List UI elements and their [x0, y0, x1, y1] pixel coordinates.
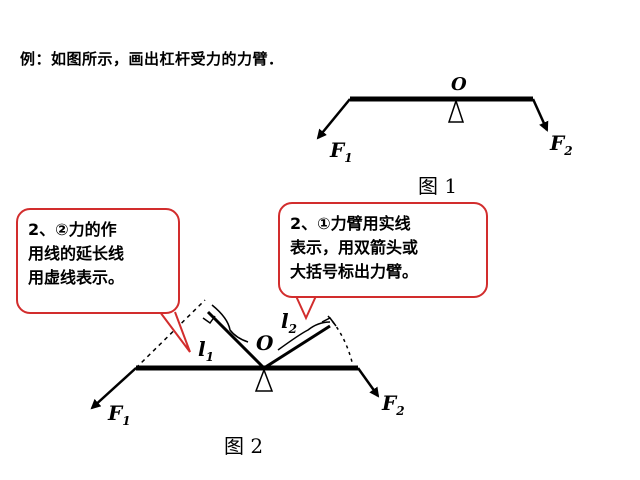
fig2-arm-l2-brace — [277, 321, 331, 351]
callout-left: 2、②力的作 用线的延长线 用虚线表示。 — [16, 208, 180, 314]
fig2-force-left-label: F1 — [107, 401, 131, 428]
callout-right: 2、①力臂用实线 表示，用双箭头或 大括号标出力臂。 — [278, 202, 488, 298]
fig1-force-left-label: F1 — [329, 138, 353, 165]
callout-right-pointer — [295, 295, 317, 321]
fig1-fulcrum-icon — [447, 98, 465, 123]
figure-2: O l1 l2 F1 F2 — [90, 299, 405, 428]
fig1-force-right-arrow — [531, 98, 549, 132]
callout-left-pointer — [159, 311, 191, 353]
fig1-pivot-label: O — [451, 74, 467, 95]
fig2-force-left-arrow — [90, 367, 137, 410]
fig2-f2-extension-dashed — [327, 315, 353, 363]
fig2-arm-l1-label: l1 — [198, 337, 214, 364]
fig2-force-right-label: F2 — [381, 391, 405, 418]
fig2-right-angle-l1 — [202, 315, 216, 325]
fig2-force-right-arrow — [356, 367, 380, 398]
fig2-right-angle-l2 — [321, 317, 337, 327]
fig2-arm-l1-line — [206, 310, 266, 370]
intro-text: 例：如图所示，画出杠杆受力的力臂． — [20, 50, 284, 68]
figure-1: O F1 F2 — [316, 74, 573, 165]
fig2-caption: 图 2 — [224, 434, 264, 458]
callout-pointers — [159, 295, 317, 353]
fig2-f1-extension-dashed — [135, 299, 206, 369]
fig1-force-left-arrow — [316, 98, 351, 140]
fig2-arm-l1-brace — [211, 304, 249, 343]
fig2-pivot-label: O — [256, 331, 274, 355]
fig2-fulcrum-icon — [254, 367, 274, 392]
fig2-arm-l2-label: l2 — [281, 309, 297, 336]
fig1-force-right-label: F2 — [549, 131, 573, 158]
fig2-arm-l2-line — [263, 324, 331, 370]
fig1-caption: 图 1 — [418, 174, 458, 198]
